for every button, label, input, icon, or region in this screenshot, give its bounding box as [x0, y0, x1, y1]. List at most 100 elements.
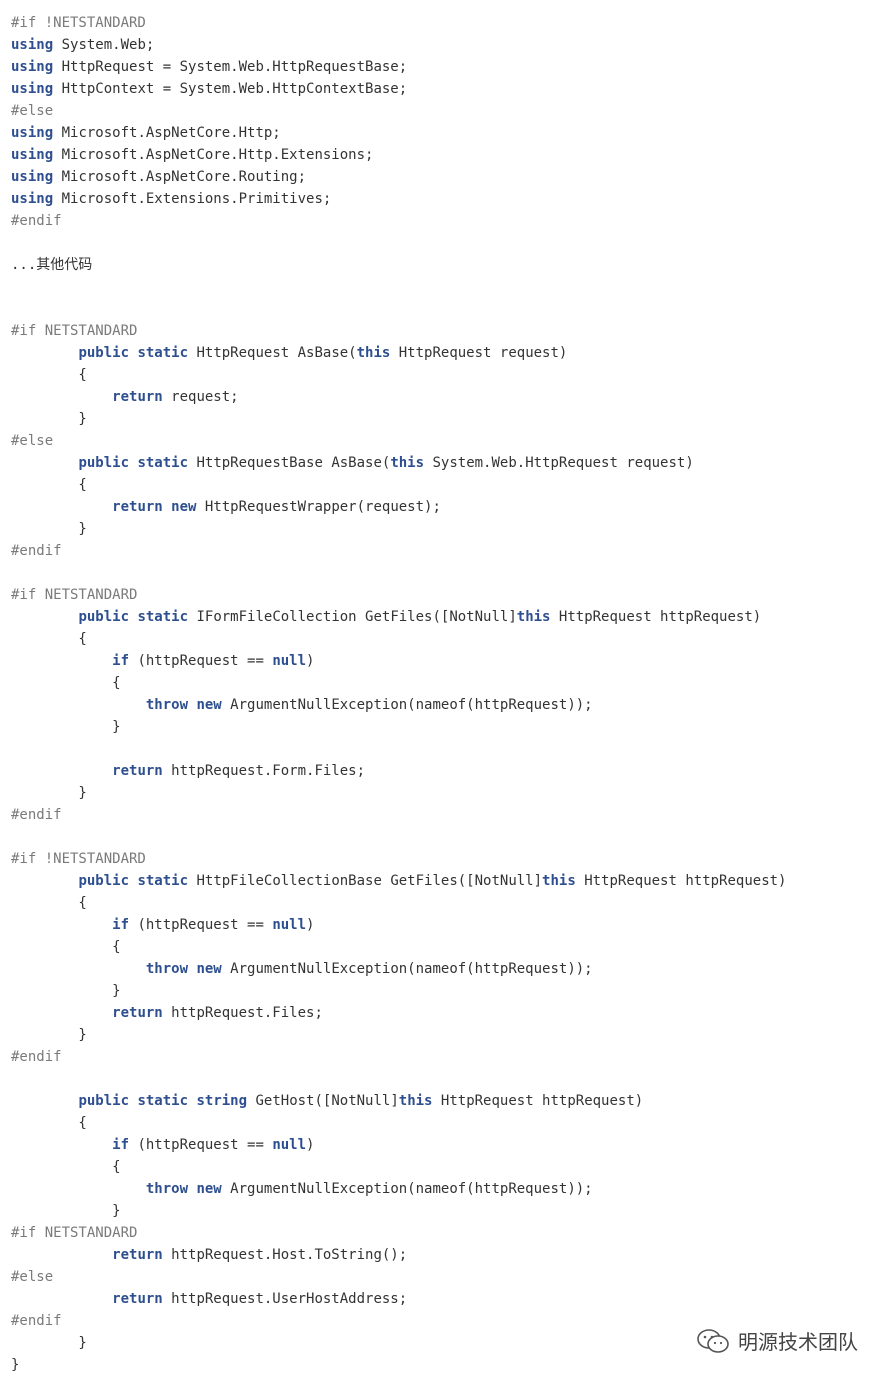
code-text: httpRequest.Form.Files;: [162, 763, 366, 779]
code-line: [11, 562, 871, 584]
code-text: }: [11, 719, 121, 735]
code-directive: #endif: [11, 543, 62, 559]
code-text: [11, 1247, 112, 1263]
code-keyword: return: [112, 763, 163, 779]
code-keyword: if: [112, 917, 130, 933]
code-line: [11, 232, 871, 254]
code-keyword: public: [78, 1093, 130, 1109]
code-text: Microsoft.AspNetCore.Routing;: [53, 169, 307, 185]
code-line: }: [11, 980, 871, 1002]
code-text: }: [11, 521, 87, 537]
code-line: using Microsoft.Extensions.Primitives;: [11, 188, 871, 210]
code-text: [11, 389, 112, 405]
code-keyword: static: [137, 609, 189, 625]
code-keyword: using: [11, 37, 54, 53]
wechat-icon: [697, 1328, 729, 1353]
code-text: {: [11, 675, 121, 691]
code-line: #else: [11, 1266, 871, 1288]
code-keyword: if: [112, 653, 130, 669]
code-text: {: [11, 477, 87, 493]
code-line: #if NETSTANDARD: [11, 320, 871, 342]
code-text: (httpRequest ==: [129, 917, 273, 933]
code-line: return new HttpRequestWrapper(request);: [11, 496, 871, 518]
code-line: }: [11, 408, 871, 430]
code-keyword: new: [196, 697, 222, 713]
code-line: [11, 1068, 871, 1090]
code-text: [11, 1137, 112, 1153]
code-keyword: static: [137, 873, 189, 889]
code-text: httpRequest.Host.ToString();: [162, 1247, 408, 1263]
code-keyword: this: [542, 873, 576, 889]
code-line: #endif: [11, 804, 871, 826]
code-line: if (httpRequest == null): [11, 650, 871, 672]
code-line: using HttpContext = System.Web.HttpConte…: [11, 78, 871, 100]
code-line: return request;: [11, 386, 871, 408]
code-text: [11, 873, 78, 889]
code-text: [11, 697, 146, 713]
code-line: return httpRequest.Host.ToString();: [11, 1244, 871, 1266]
code-keyword: null: [272, 1137, 307, 1153]
code-line: return httpRequest.Files;: [11, 1002, 871, 1024]
code-keyword: using: [11, 169, 54, 185]
code-text: {: [11, 895, 87, 911]
code-text: ): [306, 1137, 315, 1153]
code-text: [11, 653, 112, 669]
code-text: httpRequest.Files;: [162, 1005, 323, 1021]
code-keyword: public: [78, 609, 130, 625]
code-text: ArgumentNullException(nameof(httpRequest…: [221, 961, 593, 977]
code-line: throw new ArgumentNullException(nameof(h…: [11, 958, 871, 980]
code-text: [163, 499, 171, 515]
code-keyword: if: [112, 1137, 130, 1153]
code-text: [11, 455, 78, 471]
code-line: return httpRequest.Form.Files;: [11, 760, 871, 782]
code-line: if (httpRequest == null): [11, 914, 871, 936]
code-text: [11, 917, 112, 933]
code-line: [11, 826, 871, 848]
code-keyword: using: [11, 147, 54, 163]
code-line: {: [11, 936, 871, 958]
code-line: if (httpRequest == null): [11, 1134, 871, 1156]
code-keyword: return: [112, 1005, 163, 1021]
code-keyword: throw: [145, 1181, 189, 1197]
code-line: #if NETSTANDARD: [11, 1222, 871, 1244]
code-line: [11, 276, 871, 298]
code-line: {: [11, 1156, 871, 1178]
code-keyword: public: [78, 345, 130, 361]
code-line: #if !NETSTANDARD: [11, 12, 871, 34]
code-keyword: null: [272, 917, 307, 933]
code-line: public static string GetHost([NotNull]th…: [11, 1090, 871, 1112]
code-text: HttpRequest httpRequest): [432, 1093, 644, 1109]
code-text: Microsoft.AspNetCore.Http.Extensions;: [53, 147, 374, 163]
code-line: #endif: [11, 540, 871, 562]
code-keyword: this: [356, 345, 391, 361]
code-directive: #if NETSTANDARD: [11, 587, 138, 603]
code-line: #if !NETSTANDARD: [11, 848, 871, 870]
code-text: }: [11, 1357, 20, 1373]
code-keyword: return: [112, 1291, 163, 1307]
code-text: }: [11, 785, 87, 801]
code-text: {: [11, 631, 87, 647]
code-directive: #endif: [11, 1313, 62, 1329]
code-line: #endif: [11, 210, 871, 232]
code-line: using Microsoft.AspNetCore.Http.Extensio…: [11, 144, 871, 166]
watermark-text: 明源技术团队: [738, 1330, 858, 1354]
code-line: #if NETSTANDARD: [11, 584, 871, 606]
code-keyword: using: [11, 81, 54, 97]
code-keyword: using: [11, 59, 54, 75]
code-text: ): [306, 917, 315, 933]
code-text: HttpFileCollectionBase GetFiles([NotNull…: [188, 873, 543, 889]
code-directive: #endif: [11, 1049, 62, 1065]
code-line: return httpRequest.UserHostAddress;: [11, 1288, 871, 1310]
code-text: ...其他代码: [11, 257, 93, 273]
code-text: System.Web;: [53, 37, 155, 53]
code-text: ArgumentNullException(nameof(httpRequest…: [221, 1181, 593, 1197]
code-text: [11, 1093, 78, 1109]
code-keyword: string: [196, 1093, 248, 1109]
watermark: 明源技术团队: [696, 1326, 858, 1355]
code-line: public static HttpRequestBase AsBase(thi…: [11, 452, 871, 474]
code-line: [11, 298, 871, 320]
code-line: {: [11, 474, 871, 496]
code-line: {: [11, 364, 871, 386]
code-text: {: [11, 1115, 87, 1131]
